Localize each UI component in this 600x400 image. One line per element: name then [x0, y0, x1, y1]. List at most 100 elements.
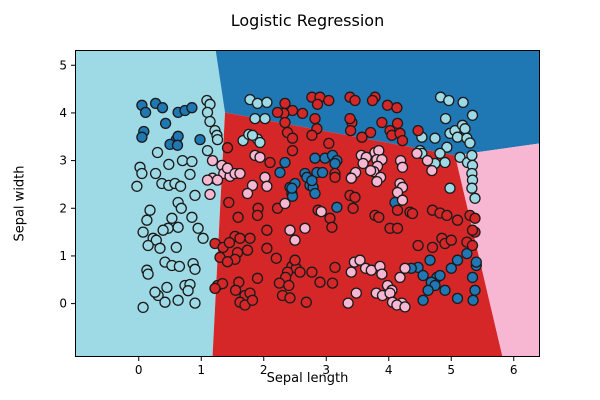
scatter-point-class-2-red	[311, 98, 324, 110]
scatter-point-class-0-lightcyan	[136, 167, 148, 180]
scatter-point-class-3-pink	[394, 271, 406, 284]
scatter-point-class-0-lightcyan	[201, 144, 214, 157]
y-axis-label: Sepal width	[12, 165, 28, 242]
scatter-point-class-0-lightcyan	[466, 109, 479, 121]
scatter-point-class-2-red	[284, 292, 296, 304]
scatter-point-class-2-red	[246, 294, 259, 306]
x-axis-label: Sepal length	[266, 371, 349, 386]
y-tick-label: 1	[59, 249, 67, 263]
scatter-point-class-2-red	[426, 241, 439, 254]
scatter-point-class-2-red	[391, 102, 403, 114]
scatter-point-class-0-lightcyan	[189, 189, 201, 202]
scatter-point-class-0-lightcyan	[142, 239, 154, 252]
scatter-point-class-3-pink	[342, 297, 354, 309]
scatter-point-class-0-lightcyan	[469, 192, 481, 204]
scatter-point-class-1-blue	[439, 284, 451, 296]
x-tick-label: 3	[322, 363, 330, 377]
scatter-point-class-2-red	[396, 134, 409, 147]
scatter-point-class-2-red	[326, 277, 339, 289]
scatter-point-class-2-red	[412, 239, 424, 252]
scatter-point-class-1-blue	[461, 247, 473, 260]
scatter-point-class-2-red	[441, 209, 453, 222]
scatter-point-class-2-red	[314, 276, 326, 288]
scatter-point-class-1-blue	[306, 174, 318, 187]
scatter-point-class-3-pink	[396, 161, 409, 173]
scatter-point-class-2-red	[251, 209, 264, 222]
scatter-point-class-3-pink	[254, 151, 266, 163]
scatter-point-class-2-red	[209, 282, 221, 295]
scatter-point-class-3-pink	[241, 187, 254, 200]
scatter-point-class-2-red	[406, 207, 419, 220]
scatter-point-class-2-red	[234, 232, 246, 244]
scatter-point-class-2-red	[251, 272, 264, 284]
scatter-point-class-1-blue	[171, 139, 184, 151]
scatter-point-class-1-blue	[434, 269, 446, 282]
scatter-point-class-0-lightcyan	[429, 132, 441, 144]
scatter-point-class-2-red	[221, 256, 234, 268]
scatter-point-class-0-lightcyan	[166, 212, 178, 224]
scatter-point-class-0-lightcyan	[444, 182, 456, 194]
scatter-point-class-3-pink	[399, 301, 411, 313]
scatter-point-class-0-lightcyan	[149, 286, 161, 298]
scatter-point-class-2-red	[221, 142, 234, 154]
scatter-point-class-2-red	[356, 131, 368, 143]
scatter-point-class-2-red	[286, 144, 299, 157]
scatter-point-class-3-pink	[399, 262, 411, 274]
scatter-point-class-0-lightcyan	[154, 242, 166, 254]
scatter-point-class-1-blue	[417, 269, 429, 282]
scatter-point-class-0-lightcyan	[137, 301, 149, 314]
scatter-point-class-2-red	[261, 242, 273, 254]
scatter-point-class-2-red	[329, 261, 341, 274]
scatter-point-class-2-red	[466, 239, 479, 252]
scatter-point-class-2-red	[412, 124, 424, 137]
y-tick-label: 0	[59, 297, 67, 311]
scatter-point-class-0-lightcyan	[439, 156, 451, 169]
scatter-point-class-0-lightcyan	[466, 149, 478, 162]
scatter-point-class-2-red	[229, 284, 242, 296]
scatter-point-class-1-blue	[466, 271, 479, 284]
scatter-point-class-3-pink	[345, 266, 357, 278]
scatter-point-class-0-lightcyan	[144, 204, 156, 216]
scatter-point-class-2-red	[329, 171, 341, 183]
scatter-point-class-0-lightcyan	[184, 168, 196, 181]
scatter-point-class-2-red	[391, 117, 404, 130]
chart-title: Logistic Regression	[230, 11, 385, 30]
scatter-point-class-3-pink	[206, 154, 219, 167]
scatter-point-class-2-red	[323, 137, 335, 150]
scatter-point-class-0-lightcyan	[246, 129, 259, 141]
scatter-point-class-3-pink	[279, 197, 291, 210]
scatter-point-class-2-red	[309, 112, 321, 125]
scatter-point-class-2-red	[469, 212, 481, 224]
scatter-point-class-2-red	[294, 266, 306, 278]
scatter-point-class-2-red	[324, 212, 336, 224]
scatter-point-class-0-lightcyan	[173, 260, 186, 273]
scatter-point-class-0-lightcyan	[192, 222, 204, 234]
scatter-point-class-2-red	[241, 244, 254, 256]
scatter-point-class-0-lightcyan	[211, 133, 224, 146]
scatter-point-class-2-red	[271, 106, 284, 119]
scatter-point-class-3-pink	[345, 172, 357, 184]
scatter-point-class-0-lightcyan	[197, 232, 209, 244]
x-tick-label: 2	[260, 363, 268, 377]
scatter-point-class-3-pink	[261, 180, 273, 192]
scatter-point-class-0-lightcyan	[182, 285, 194, 297]
scatter-point-class-3-pink	[396, 194, 409, 206]
scatter-point-class-2-red	[223, 196, 235, 209]
scatter-point-class-0-lightcyan	[141, 214, 153, 226]
scatter-point-class-3-pink	[421, 154, 434, 167]
scatter-point-class-3-pink	[289, 234, 301, 246]
scatter-point-class-2-red	[232, 211, 244, 223]
scatter-point-class-1-blue	[451, 292, 464, 305]
scatter-point-class-1-blue	[424, 254, 436, 266]
scatter-point-class-0-lightcyan	[161, 281, 173, 294]
scatter-point-class-2-red	[344, 124, 357, 137]
scatter-point-class-2-red	[286, 132, 299, 144]
scatter-point-class-2-red	[300, 296, 312, 308]
scatter-point-class-1-blue	[194, 133, 206, 146]
scatter-point-class-0-lightcyan	[464, 137, 476, 149]
scatter-point-class-2-red	[445, 234, 457, 246]
scatter-point-class-2-red	[306, 129, 318, 141]
scatter-point-class-2-red	[283, 279, 295, 292]
scatter-point-class-2-red	[326, 221, 338, 233]
scatter-point-class-2-red	[273, 277, 286, 289]
